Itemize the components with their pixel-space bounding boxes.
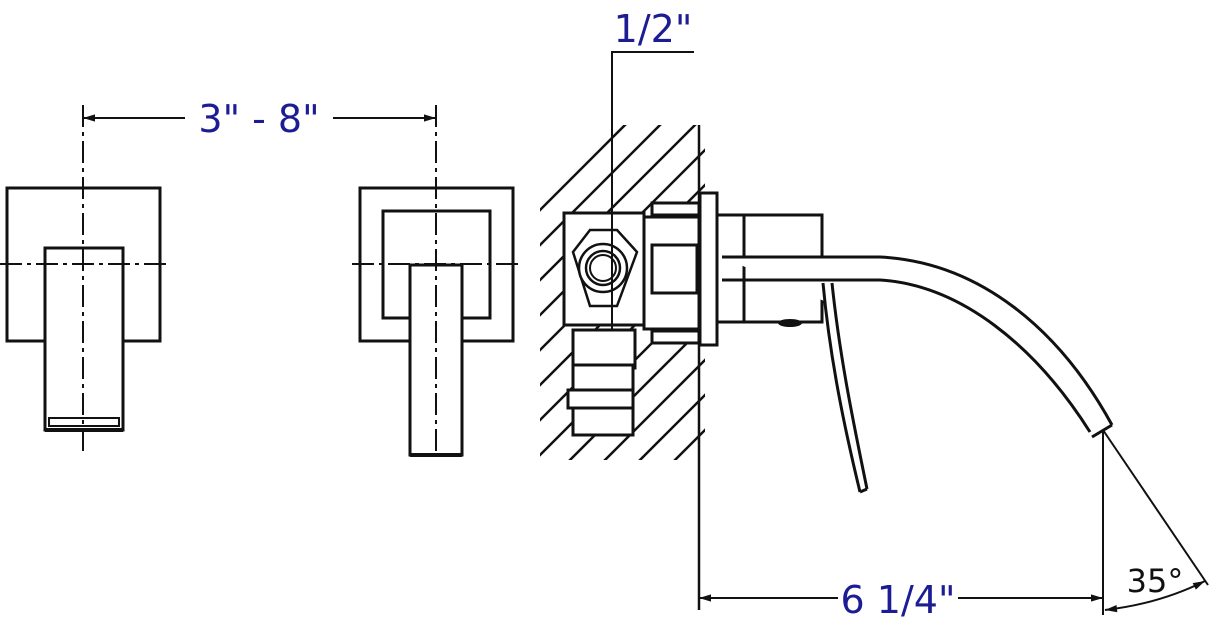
spout-reach-label: 6 1/4" [841,578,956,622]
left-handle-view [0,105,170,455]
pipe-size-label: 1/2" [614,7,693,51]
valve-body [562,191,719,437]
spout-angle-label: 35° [1127,562,1184,600]
right-handle-view [352,105,518,457]
handle-spread-label: 3" - 8" [198,97,319,141]
pipe-size-leader [611,51,694,330]
spout-body [715,213,1114,494]
spout-angle-lines [1102,429,1209,615]
